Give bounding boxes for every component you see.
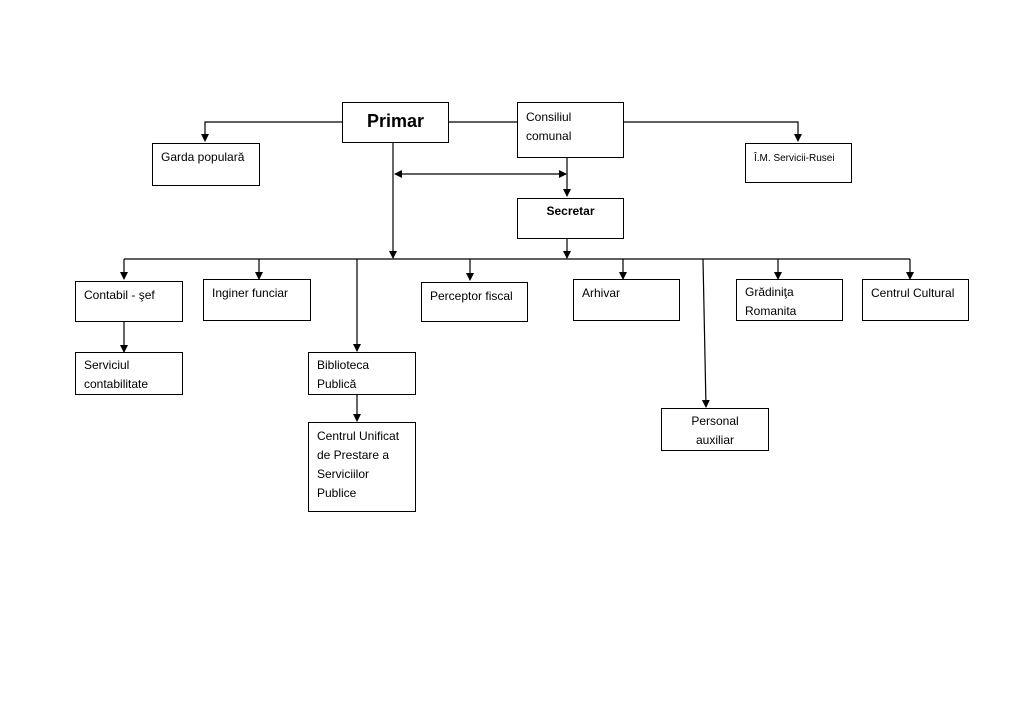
node-inginer-funciar-label: Inginer funciar <box>212 286 289 300</box>
node-centrul-unificat-line2: de Prestare a <box>317 448 390 462</box>
node-centrul-unificat-line4: Publice <box>317 486 357 500</box>
node-arhivar-label: Arhivar <box>582 286 621 300</box>
node-centrul-unificat-line3: Serviciilor <box>317 467 370 481</box>
node-perceptor-fiscal-label: Perceptor fiscal <box>430 289 513 303</box>
node-garda-populara-label: Garda populară <box>161 150 245 164</box>
node-serviciul-contabilitate-line1: Serviciul <box>84 358 130 372</box>
node-biblioteca-publica-line1: Biblioteca <box>317 358 370 372</box>
node-consiliul-comunal-line2: comunal <box>526 129 572 143</box>
edge-bus-personal <box>701 258 710 408</box>
node-secretar-label: Secretar <box>546 204 595 218</box>
edge-primar-garda <box>201 121 342 142</box>
node-centrul-cultural-label: Centrul Cultural <box>871 286 955 300</box>
node-centrul-cultural: Centrul Cultural <box>862 279 969 321</box>
node-perceptor-fiscal: Perceptor fiscal <box>421 282 528 322</box>
node-consiliul-comunal: Consiliul comunal <box>517 102 624 158</box>
node-arhivar: Arhivar <box>573 279 680 321</box>
node-im-servicii-rusei-label: Î.M. Servicii-Rusei <box>754 153 835 164</box>
node-personal-auxiliar: Personal auxiliar <box>661 408 769 451</box>
node-centrul-unificat-line1: Centrul Unificat <box>317 429 400 443</box>
node-serviciul-contabilitate-line2: contabilitate <box>84 377 149 391</box>
node-garda-populara: Garda populară <box>152 143 260 186</box>
node-personal-auxiliar-line2: auxiliar <box>695 433 734 447</box>
node-personal-auxiliar-line1: Personal <box>691 414 739 428</box>
node-biblioteca-publica: Biblioteca Publică <box>308 352 416 395</box>
node-contabil-sef: Contabil - şef <box>75 281 183 322</box>
node-centrul-unificat: Centrul Unificat de Prestare a Serviciil… <box>308 422 416 512</box>
node-inginer-funciar: Inginer funciar <box>203 279 311 321</box>
node-primar-label: Primar <box>366 111 425 131</box>
node-secretar: Secretar <box>517 198 624 239</box>
edge-consiliu-im <box>623 121 802 142</box>
node-primar: Primar <box>342 102 449 143</box>
node-im-servicii-rusei: Î.M. Servicii-Rusei <box>745 143 852 183</box>
node-contabil-sef-label: Contabil - şef <box>84 288 155 302</box>
node-gradinita-romanita-line2: Romanita <box>745 304 797 318</box>
node-biblioteca-publica-line2: Publică <box>317 377 357 391</box>
node-consiliul-comunal-line1: Consiliul <box>526 110 572 124</box>
node-gradinita-romanita-line1: Grădiniţa <box>745 285 794 299</box>
node-serviciul-contabilitate: Serviciul contabilitate <box>75 352 183 395</box>
node-gradinita-romanita: Grădiniţa Romanita <box>736 279 843 321</box>
